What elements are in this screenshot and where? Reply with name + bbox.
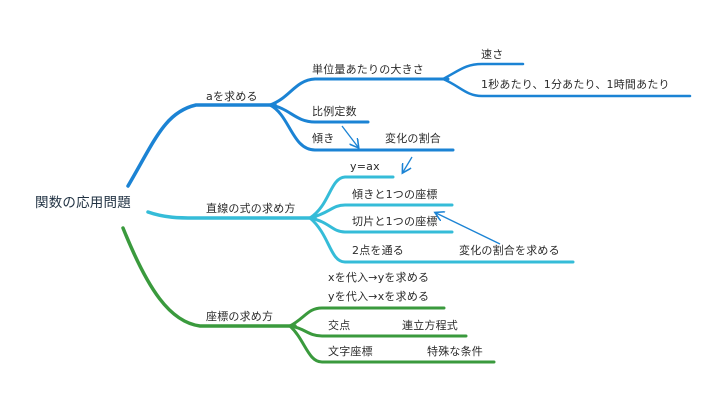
node-y-equals-ax[interactable]: y=ax [350,160,380,173]
link-a-to-unit [268,77,450,107]
node-proportional-constant[interactable]: 比例定数 [312,105,357,118]
branch-find-coordinates[interactable]: 座標の求め方 [206,310,274,323]
link-unit-to-speed [441,62,525,81]
node-slope[interactable]: 傾き [312,132,335,145]
note-simultaneous-equations[interactable]: 連立方程式 [402,319,458,332]
note-rate-of-change[interactable]: 変化の割合 [385,132,441,145]
node-substitute-x[interactable]: xを代入→yを求める [328,271,430,284]
arrow-rate-to-intercept [436,213,501,245]
branch-line-equation[interactable]: 直線の式の求め方 [206,202,296,215]
link-line-to-two-points [308,216,575,264]
node-intersection[interactable]: 交点 [328,319,351,332]
arrow-rate-to-yax [403,156,413,172]
link-coord-to-letter [288,324,496,364]
node-intercept-and-point[interactable]: 切片と1つの座標 [352,215,438,228]
link-line-to-slope-point [308,203,454,220]
link-line-to-yax [308,175,395,220]
root-topic[interactable]: 関数の応用問題 [35,195,131,211]
link-root-to-a [126,103,277,188]
node-through-two-points[interactable]: 2点を通る [352,244,404,257]
arrow-proportional-to-slope [341,125,358,147]
link-root-to-coord [121,226,297,328]
link-root-to-line [146,210,317,220]
link-coord-to-intersection [288,324,468,338]
node-per-time[interactable]: 1秒あたり、1分あたり、1時間あたり [481,78,670,91]
link-unit-to-per [441,77,692,98]
link-a-to-proportional [268,103,370,124]
note-find-rate-of-change[interactable]: 変化の割合を求める [459,244,560,257]
node-slope-and-point[interactable]: 傾きと1つの座標 [352,188,438,201]
node-speed[interactable]: 速さ [481,48,504,61]
branch-find-a[interactable]: aを求める [206,90,258,103]
link-line-to-intercept-point [308,216,454,234]
note-special-condition[interactable]: 特殊な条件 [427,345,483,358]
node-substitute-y[interactable]: yを代入→xを求める [328,290,430,303]
link-coord-to-sub-x [288,306,446,328]
node-letter-coordinates[interactable]: 文字座標 [328,345,373,358]
node-unit-amount[interactable]: 単位量あたりの大きさ [312,63,424,76]
link-a-to-slope [268,103,455,152]
